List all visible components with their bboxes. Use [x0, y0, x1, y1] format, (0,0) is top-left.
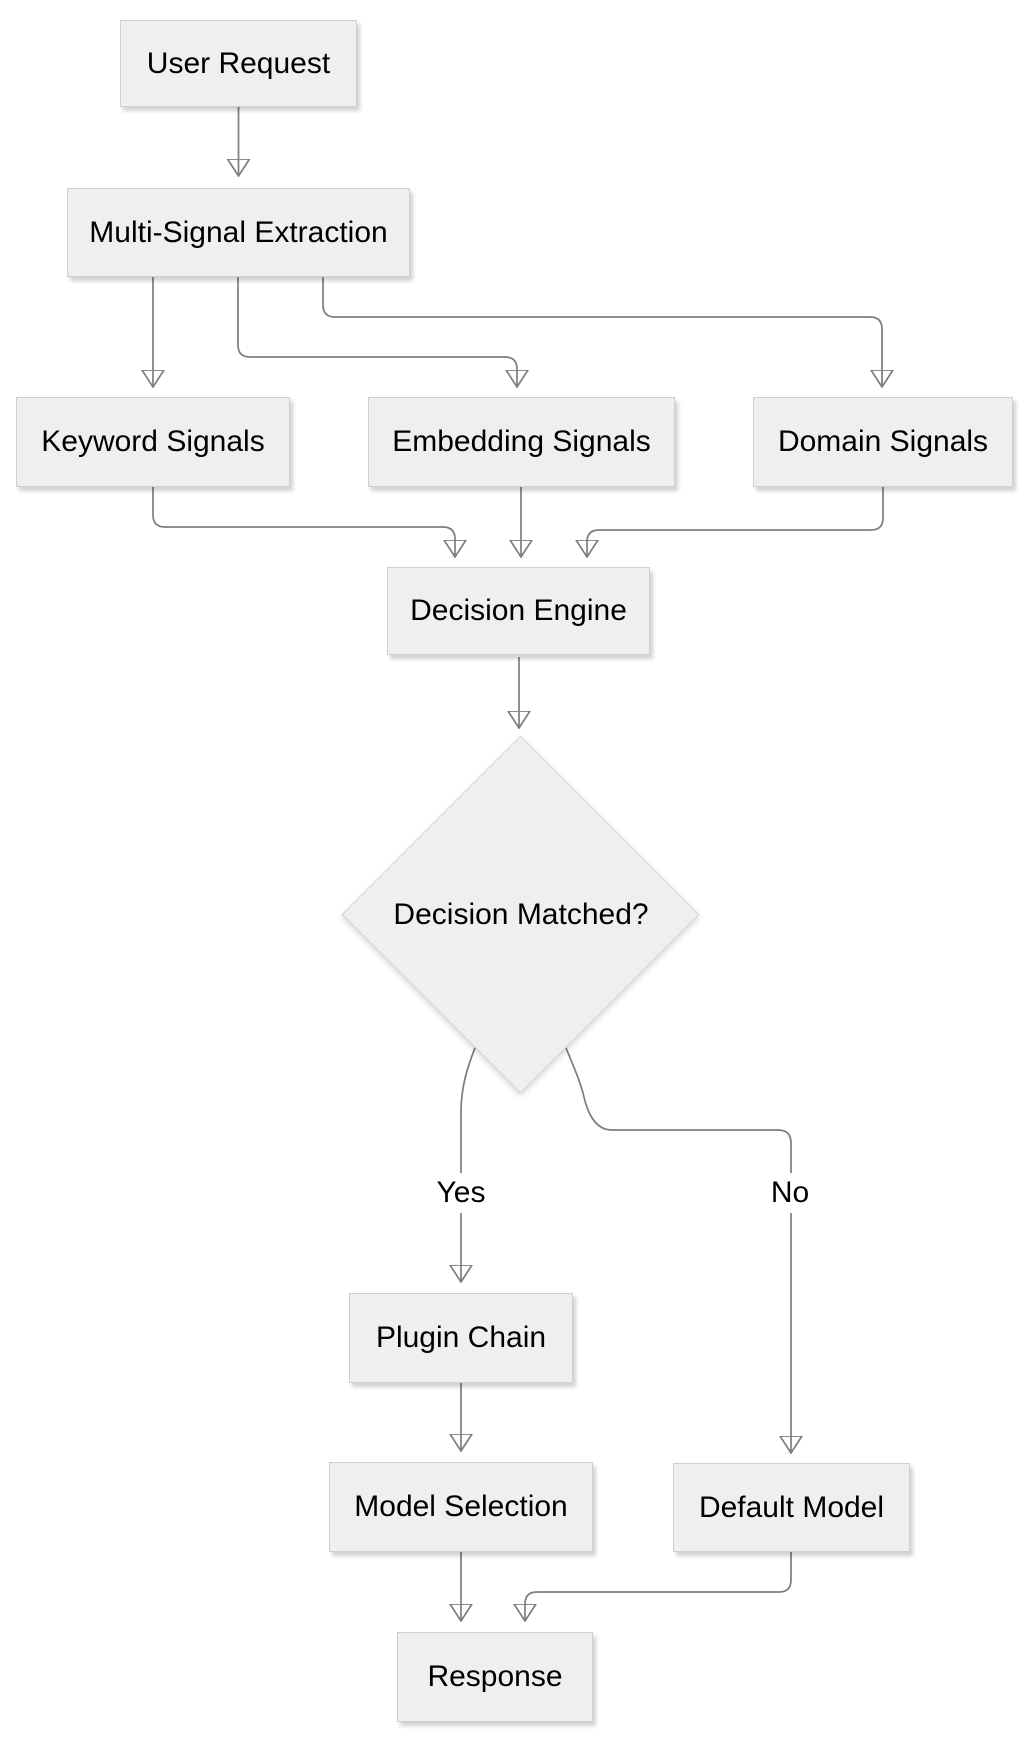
node-decision-matched-label: Decision Matched?	[393, 898, 649, 931]
node-keyword-signals: Keyword Signals	[16, 397, 290, 487]
node-domain-signals: Domain Signals	[753, 397, 1013, 487]
edge-decision-matched-yes-to-plugin-chain	[461, 1047, 476, 1282]
edge-domain-signals-to-decision-engine	[587, 487, 884, 557]
edge-decision-matched-no-to-default-model	[565, 1047, 791, 1453]
edge-label-no: No	[760, 1173, 820, 1213]
node-multi-signal-extraction: Multi-Signal Extraction	[67, 188, 410, 277]
edge-default-model-to-response	[525, 1552, 792, 1621]
edge-multi-signal-extraction-to-domain-signals	[322, 277, 882, 387]
edge-label-yes: Yes	[426, 1173, 496, 1213]
node-response: Response	[397, 1632, 593, 1722]
node-embedding-signals: Embedding Signals	[368, 397, 675, 487]
node-decision-engine: Decision Engine	[387, 567, 650, 655]
node-plugin-chain: Plugin Chain	[349, 1293, 573, 1383]
edge-multi-signal-extraction-to-embedding-signals	[237, 277, 517, 387]
node-user-request: User Request	[120, 20, 357, 107]
node-model-selection: Model Selection	[329, 1462, 593, 1552]
node-default-model: Default Model	[673, 1463, 910, 1552]
edge-keyword-signals-to-decision-engine	[152, 487, 455, 557]
